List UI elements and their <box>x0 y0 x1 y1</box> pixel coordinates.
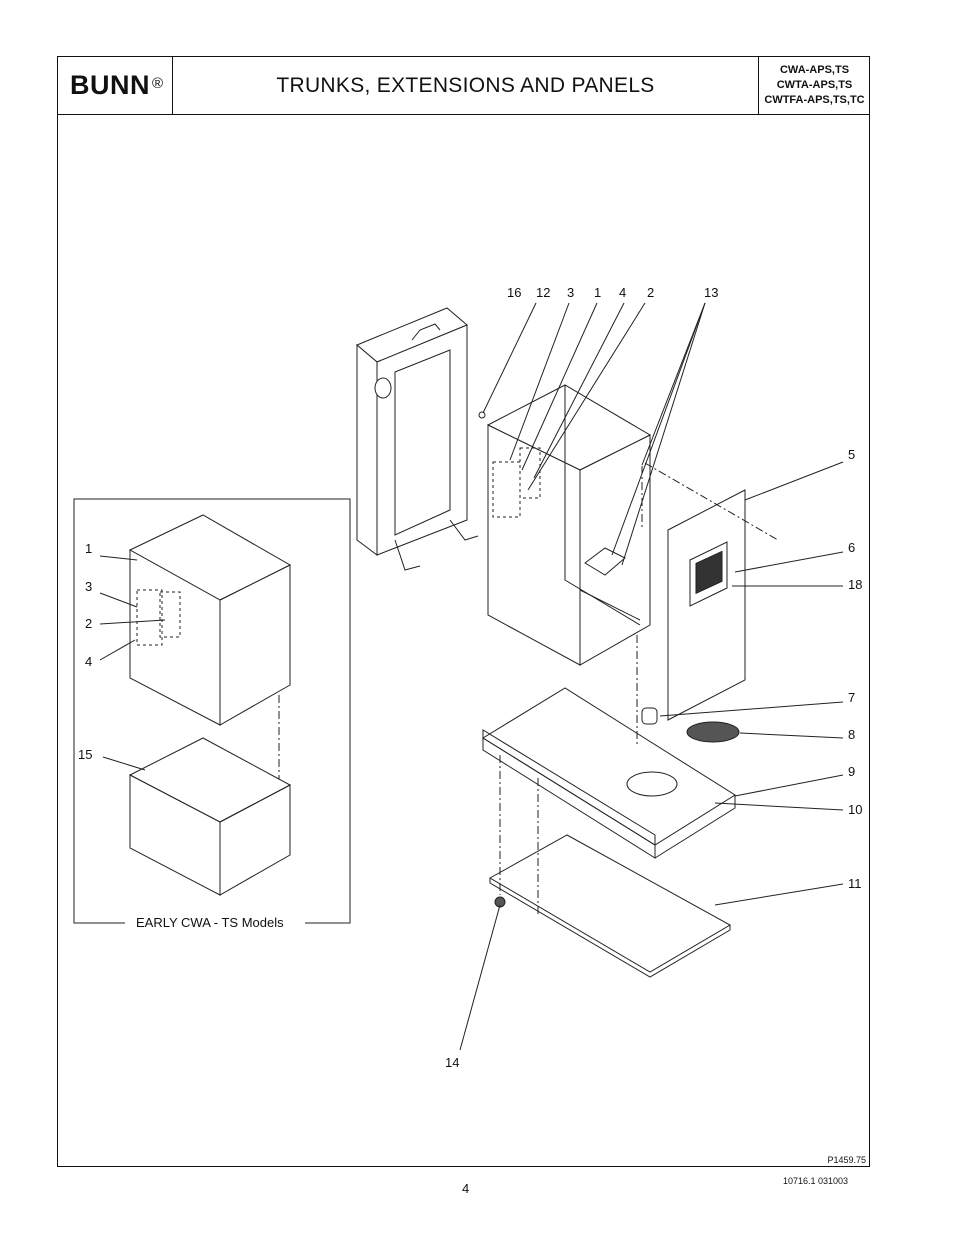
inset-caption: EARLY CWA - TS Models <box>132 915 288 930</box>
page-number: 4 <box>462 1181 470 1196</box>
callout-14: 14 <box>445 1055 460 1070</box>
figure-id: P1459.75 <box>827 1155 866 1165</box>
bottom-plate-drawing <box>488 834 732 978</box>
callout-1: 1 <box>594 285 602 300</box>
callout-12: 12 <box>536 285 551 300</box>
registered-mark: ® <box>152 75 164 92</box>
model-item: CWTFA-APS,TS,TC <box>764 94 865 106</box>
callout-18: 18 <box>848 577 863 592</box>
inset-callout-3: 3 <box>85 579 93 594</box>
callout-2: 2 <box>647 285 655 300</box>
header-bar: BUNN® TRUNKS, EXTENSIONS AND PANELS CWA-… <box>58 57 869 115</box>
extension-drawing <box>478 384 652 666</box>
side-panel-drawing <box>667 489 746 721</box>
callout-10: 10 <box>848 802 863 817</box>
brand-name: BUNN <box>70 70 150 100</box>
callout-3: 3 <box>567 285 575 300</box>
brand-logo: BUNN® <box>58 57 173 114</box>
document-number: 10716.1 031003 <box>783 1176 849 1186</box>
base-drawing <box>482 687 740 859</box>
trunk-drawing <box>356 307 479 571</box>
callout-6: 6 <box>848 540 856 555</box>
callout-7: 7 <box>848 690 856 705</box>
callout-9: 9 <box>848 764 856 779</box>
inset-drawing <box>73 498 351 924</box>
callout-4: 4 <box>619 285 627 300</box>
callout-16: 16 <box>507 285 522 300</box>
callout-8: 8 <box>848 727 856 742</box>
inset-callout-4: 4 <box>85 654 93 669</box>
inset-callout-1: 1 <box>85 541 93 556</box>
callout-11: 11 <box>848 876 862 891</box>
inset-callout-2: 2 <box>85 616 93 631</box>
model-list: CWA-APS,TS CWTA-APS,TS CWTFA-APS,TS,TC <box>758 57 870 114</box>
model-item: CWA-APS,TS <box>779 64 850 76</box>
page-title: TRUNKS, EXTENSIONS AND PANELS <box>276 73 655 97</box>
leader-lines <box>459 302 844 1051</box>
callout-5: 5 <box>848 447 856 462</box>
page-frame: BUNN® TRUNKS, EXTENSIONS AND PANELS CWA-… <box>57 56 870 1167</box>
callout-13: 13 <box>704 285 719 300</box>
model-item: CWTA-APS,TS <box>776 79 853 91</box>
inset-callout-15: 15 <box>78 747 93 762</box>
alignment-lines <box>278 462 779 915</box>
